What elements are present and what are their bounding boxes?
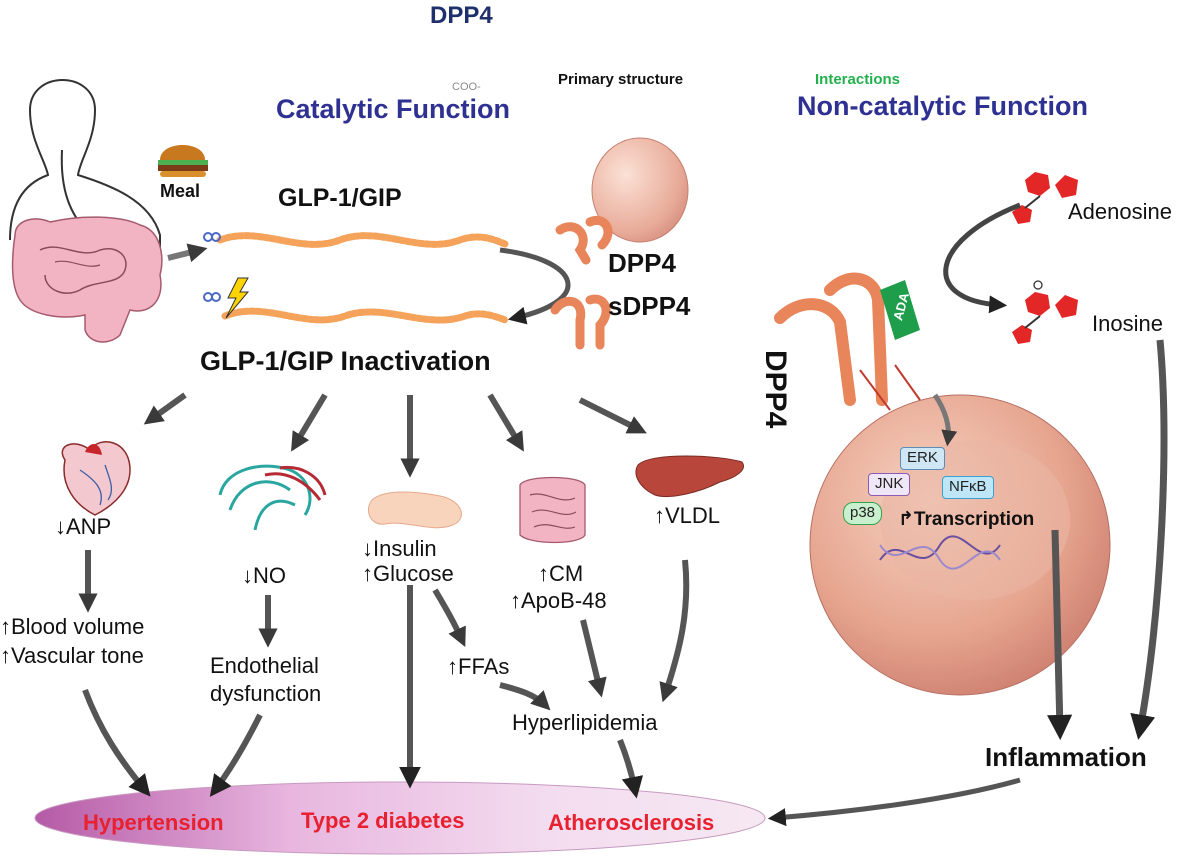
- dpp4-vertical-label: DPP4: [759, 350, 792, 429]
- primary-structure-label: Primary structure: [558, 71, 684, 88]
- glp1-peptide-chain-top: [203, 232, 509, 248]
- adenosine-molecule-icon: [1012, 172, 1078, 224]
- p38-badge: p38: [843, 502, 883, 525]
- glucose-label: ↑Glucose: [362, 561, 454, 586]
- pancreas-icon: [368, 491, 462, 529]
- heart-icon: [61, 441, 131, 516]
- non-catalytic-function-heading: Non-catalytic Function: [797, 91, 1089, 121]
- sdpp4-icon: [550, 294, 611, 350]
- vldl-label: ↑VLDL: [654, 503, 721, 528]
- dna-icon: [879, 535, 1001, 570]
- cm-label: ↑CM: [538, 561, 584, 586]
- glp1-inactivation-label: GLP-1/GIP Inactivation: [200, 346, 491, 376]
- erk-badge: ERK: [900, 447, 945, 470]
- endothelial-label: Endothelial: [210, 653, 319, 678]
- insulin-label: ↓Insulin: [362, 536, 437, 561]
- jnk-badge: JNK: [868, 473, 911, 496]
- large-cell: [809, 394, 1111, 696]
- adenosine-label: Adenosine: [1068, 199, 1172, 224]
- inosine-molecule-icon: [1012, 280, 1078, 344]
- no-label: ↓NO: [242, 563, 286, 588]
- sdpp4-label: sDPP4: [608, 291, 691, 321]
- inflammation-label: Inflammation: [985, 742, 1147, 772]
- blood-vessel-icon: [218, 464, 327, 531]
- burger-icon: [158, 145, 208, 177]
- transcription-text: Transcription: [913, 509, 1035, 530]
- atherosclerosis-label: Atherosclerosis: [548, 810, 715, 835]
- type2-diabetes-label: Type 2 diabetes: [301, 808, 465, 833]
- downstream-arrows: [78, 550, 690, 799]
- inosine-label: Inosine: [1092, 311, 1163, 336]
- liver-icon: [635, 455, 744, 498]
- hyperlipidemia-label: Hyperlipidemia: [512, 710, 658, 735]
- hypertension-label: Hypertension: [83, 810, 224, 835]
- small-intestine-icon: [519, 476, 586, 544]
- nfkb-badge: NFκB: [942, 476, 994, 499]
- apob-label: ↑ApoB-48: [510, 588, 607, 613]
- catalytic-function-heading: Catalytic Function: [276, 94, 511, 124]
- faint-label: COO-: [452, 81, 481, 93]
- lightning-icon: [225, 277, 250, 319]
- fanout-arrows: [143, 392, 647, 478]
- diagram-title: DPP4: [430, 2, 493, 29]
- ffas-label: ↑FFAs: [447, 654, 510, 679]
- dpp4-label: DPP4: [608, 248, 676, 278]
- glp1-peptide-chain-bottom: [203, 292, 509, 324]
- intestine-icon: [11, 216, 163, 343]
- glp1-gip-label: GLP-1/GIP: [278, 184, 402, 212]
- interactions-label: Interactions: [815, 71, 901, 88]
- meal-label: Meal: [160, 181, 201, 201]
- blood-volume-label: ↑Blood volume: [0, 614, 145, 639]
- anp-label: ↓ANP: [55, 514, 112, 539]
- dpp4-cell-icon: [555, 137, 689, 265]
- dysfunction-label: dysfunction: [210, 681, 322, 706]
- transcription-label: ↱Transcription: [898, 509, 1035, 530]
- dpp4-receptor-icon: [774, 272, 920, 406]
- vascular-tone-label: ↑Vascular tone: [0, 643, 144, 668]
